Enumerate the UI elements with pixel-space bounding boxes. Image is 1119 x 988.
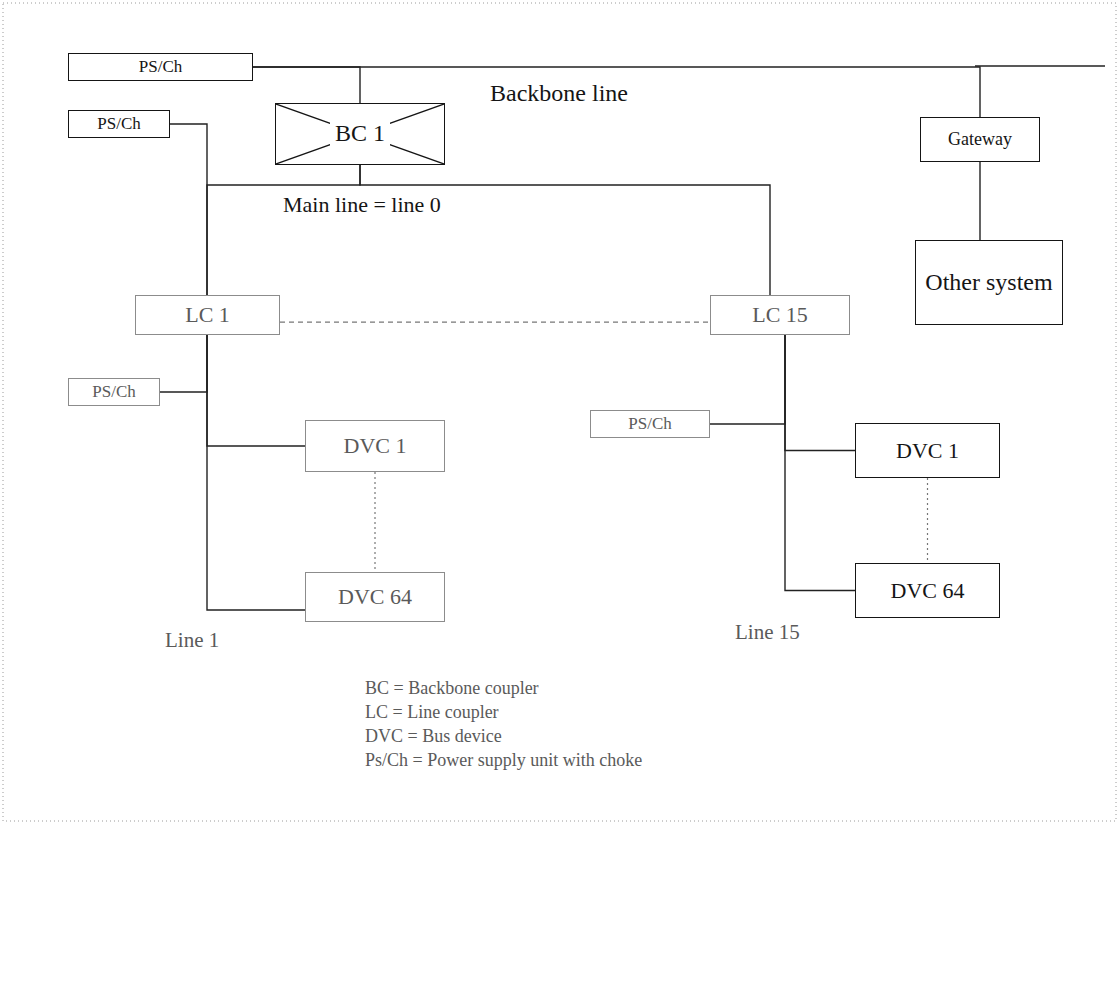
bus-line [710,335,785,424]
node-label: BC 1 [330,120,390,148]
bus-line [170,124,207,295]
bus-label: Line 1 [165,628,219,652]
bus-line [207,335,305,610]
cross-line [276,104,444,164]
node-label: PS/Ch [92,382,135,402]
line-coupler-box: LC 1 [135,295,280,335]
legend-text: Ps/Ch = Power supply unit with choke [365,750,642,770]
bus-label: Line 15 [735,620,800,644]
bus-line [785,335,855,591]
gateway-box: Gateway [920,117,1040,162]
bus-line [979,162,980,240]
bus-line [360,165,770,295]
power-supply-box: PS/Ch [68,110,170,138]
legend-text: BC = Backbone coupler [365,678,539,698]
legend-entry: DVC = Bus device [365,724,642,748]
bus-line [253,67,360,103]
bus-label: Backbone line [490,80,628,108]
node-label: PS/Ch [628,414,671,434]
backbone-coupler-box: BC 1 [275,103,445,165]
line-coupler-box: LC 15 [710,295,850,335]
bus-line [160,335,207,392]
node-label: LC 1 [185,302,230,327]
dashed-link [280,322,710,323]
bus-line [785,335,855,451]
legend-text: LC = Line coupler [365,702,499,722]
node-label: DVC 1 [344,433,407,458]
dotted-link [374,472,375,572]
system-box: Other system [915,240,1063,325]
bus-device-box: DVC 64 [855,563,1000,618]
legend: BC = Backbone coupler LC = Line couplerDV… [365,676,642,772]
node-label: DVC 1 [896,438,959,463]
node-label: DVC 64 [891,578,965,603]
legend-entry: Ps/Ch = Power supply unit with choke [365,748,642,772]
bus-device-box: DVC 1 [305,420,445,472]
legend-entry: BC = Backbone coupler [365,676,642,700]
bus-device-box: DVC 1 [855,423,1000,478]
node-label: DVC 64 [338,584,412,609]
bus-line [207,165,360,295]
power-supply-box: PS/Ch [68,53,253,81]
backbone-extension [975,65,1105,66]
bus-line [207,335,305,446]
power-supply-box: PS/Ch [68,378,160,406]
cross-line [276,104,444,164]
node-label: Other system [925,269,1052,297]
power-supply-box: PS/Ch [590,410,710,438]
outer-border [3,3,1116,821]
node-label: PS/Ch [139,57,182,77]
dotted-link [927,478,928,563]
legend-entry: LC = Line coupler [365,700,642,724]
node-label: PS/Ch [97,114,140,134]
bus-label: Main line = line 0 [283,192,441,217]
node-label: Gateway [948,129,1012,150]
bus-device-box: DVC 64 [305,572,445,622]
node-label: LC 15 [752,302,808,327]
legend-text: DVC = Bus device [365,726,502,746]
